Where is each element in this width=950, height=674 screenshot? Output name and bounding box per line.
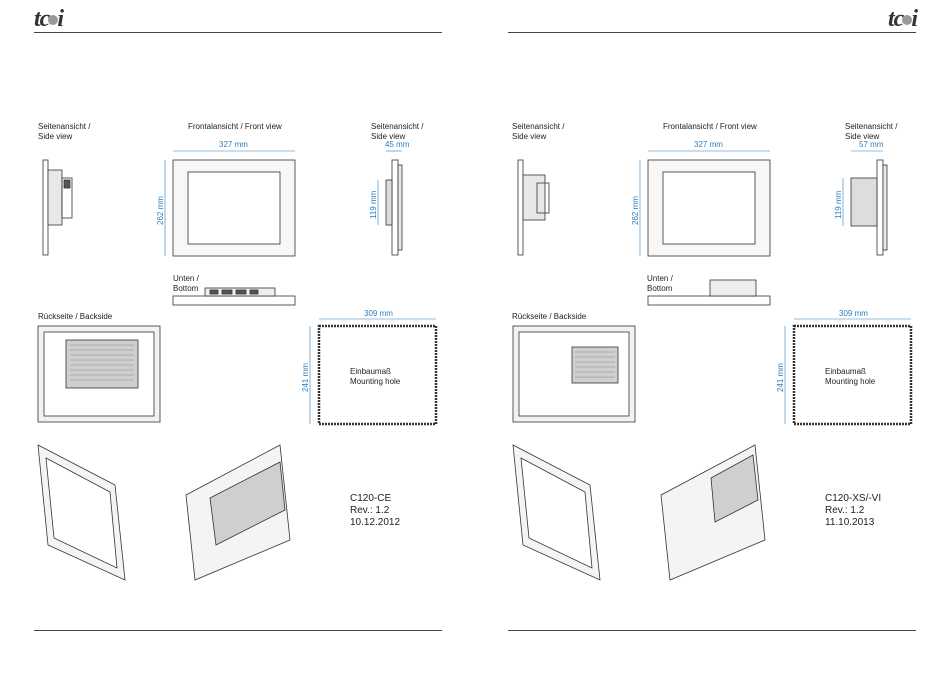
side-height-dimension: 119 mm — [834, 190, 843, 219]
height-dimension: 262 mm — [631, 196, 640, 225]
side-height-dimension: 119 mm — [369, 190, 378, 219]
width-dimension: 327 mm — [694, 140, 723, 149]
footer-rule — [34, 630, 442, 631]
depth-dimension: 57 mm — [859, 140, 884, 149]
model-name: C120-CE — [350, 493, 392, 504]
cut-width-dimension: 309 mm — [364, 309, 393, 318]
side-view-label-right: Seitenansicht /Side view — [845, 122, 898, 141]
technical-drawing — [37, 150, 438, 581]
technical-drawing — [512, 150, 913, 581]
width-dimension: 327 mm — [219, 140, 248, 149]
header-rule — [508, 32, 916, 33]
revision: Rev.: 1.2 — [350, 505, 390, 516]
height-dimension: 262 mm — [156, 196, 165, 225]
side-view-label-left: Seitenansicht /Side view — [38, 122, 91, 141]
bottom-label: Unten /Bottom — [647, 274, 673, 293]
side-view-label-left: Seitenansicht /Side view — [512, 122, 565, 141]
revision: Rev.: 1.2 — [825, 505, 865, 516]
front-view-label: Frontalansicht / Front view — [663, 122, 757, 131]
cut-height-dimension: 241 mm — [301, 363, 310, 392]
header-rule — [34, 32, 442, 33]
date: 11.10.2013 — [825, 517, 875, 528]
depth-dimension: 45 mm — [385, 140, 410, 149]
front-view-label: Frontalansicht / Front view — [188, 122, 282, 131]
backside-label: Rückseite / Backside — [38, 312, 113, 321]
model-info: C120-XS/-VI Rev.: 1.2 11.10.2013 — [825, 493, 881, 529]
bottom-label: Unten /Bottom — [173, 274, 199, 293]
model-name: C120-XS/-VI — [825, 493, 882, 504]
date: 10.12.2012 — [350, 517, 401, 528]
backside-label: Rückseite / Backside — [512, 312, 587, 321]
cut-height-dimension: 241 mm — [776, 363, 785, 392]
model-info: C120-CE Rev.: 1.2 10.12.2012 — [350, 493, 400, 529]
cut-width-dimension: 309 mm — [839, 309, 868, 318]
footer-rule — [508, 630, 916, 631]
side-view-label-right: Seitenansicht /Side view — [371, 122, 424, 141]
